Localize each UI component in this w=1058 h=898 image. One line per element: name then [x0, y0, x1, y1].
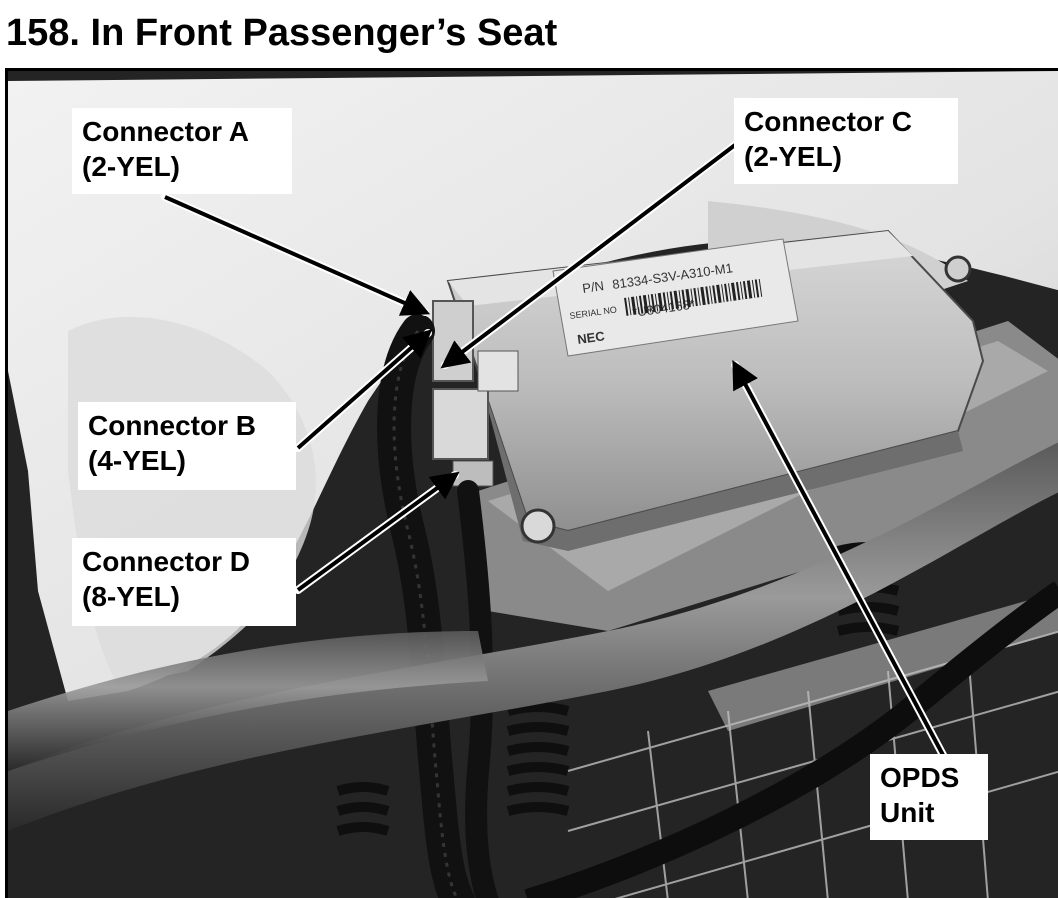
connector-c-body — [477, 350, 519, 392]
callout-opds-unit-spec: Unit — [880, 797, 935, 828]
callout-connector-a-spec: (2-YEL) — [82, 151, 180, 182]
callout-connector-b-spec: (4-YEL) — [88, 445, 186, 476]
callout-connector-c-name: Connector C — [744, 106, 912, 137]
connector-b-body — [432, 388, 489, 460]
callout-connector-a-name: Connector A — [82, 116, 249, 147]
callout-connector-b: Connector B (4-YEL) — [78, 402, 296, 490]
callout-connector-a: Connector A (2-YEL) — [72, 108, 292, 194]
callout-connector-d-name: Connector D — [82, 546, 250, 577]
callout-connector-c: Connector C (2-YEL) — [734, 98, 958, 184]
seat-frame-tube — [8, 442, 1058, 831]
callout-connector-d: Connector D (8-YEL) — [72, 538, 296, 626]
bolt — [520, 508, 556, 544]
callout-connector-d-spec: (8-YEL) — [82, 581, 180, 612]
callout-opds-unit: OPDS Unit — [870, 754, 988, 840]
callout-connector-b-name: Connector B — [88, 410, 256, 441]
callout-connector-c-spec: (2-YEL) — [744, 141, 842, 172]
label-part-number: P/N — [581, 278, 605, 296]
bolt — [944, 255, 972, 283]
page-title: 158. In Front Passenger’s Seat — [6, 12, 558, 54]
connector-a-body — [432, 300, 474, 382]
callout-opds-unit-name: OPDS — [880, 762, 960, 793]
